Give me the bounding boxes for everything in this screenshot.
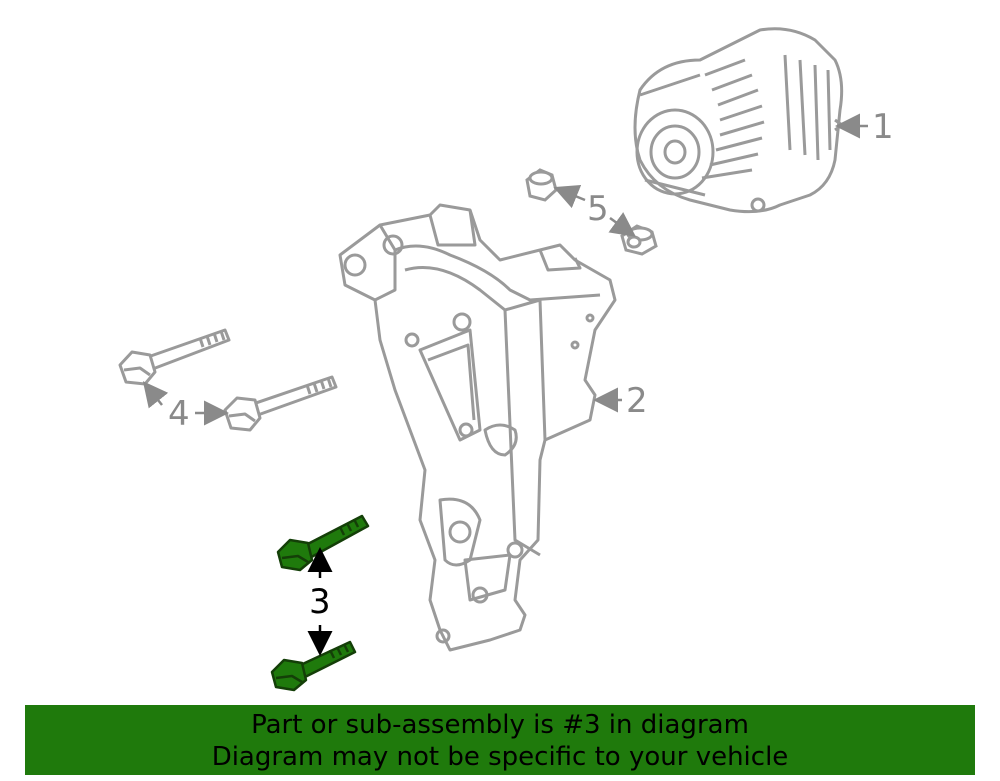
callout-label-5: 5 bbox=[587, 189, 609, 229]
bolt-part-3-upper[interactable] bbox=[276, 514, 370, 572]
info-banner: Part or sub-assembly is #3 in diagram Di… bbox=[25, 705, 975, 775]
bushing-part-5a[interactable] bbox=[525, 168, 558, 202]
bracket-part-2[interactable] bbox=[338, 203, 617, 652]
banner-line-1: Part or sub-assembly is #3 in diagram bbox=[251, 710, 749, 740]
callout-label-4: 4 bbox=[168, 394, 190, 434]
callout-label-1: 1 bbox=[872, 107, 894, 147]
alternator-part-1[interactable] bbox=[633, 27, 844, 214]
banner-line-2: Diagram may not be specific to your vehi… bbox=[211, 742, 789, 772]
bolt-part-4-upper[interactable] bbox=[118, 328, 231, 386]
parts-diagram: 1 2 3 4 5 bbox=[118, 27, 894, 692]
callout-leaders bbox=[142, 113, 868, 656]
callout-label-2: 2 bbox=[626, 381, 648, 421]
callout-label-3: 3 bbox=[309, 582, 331, 622]
bolt-part-3-lower[interactable] bbox=[270, 640, 357, 692]
bolt-part-4-lower[interactable] bbox=[223, 375, 338, 432]
